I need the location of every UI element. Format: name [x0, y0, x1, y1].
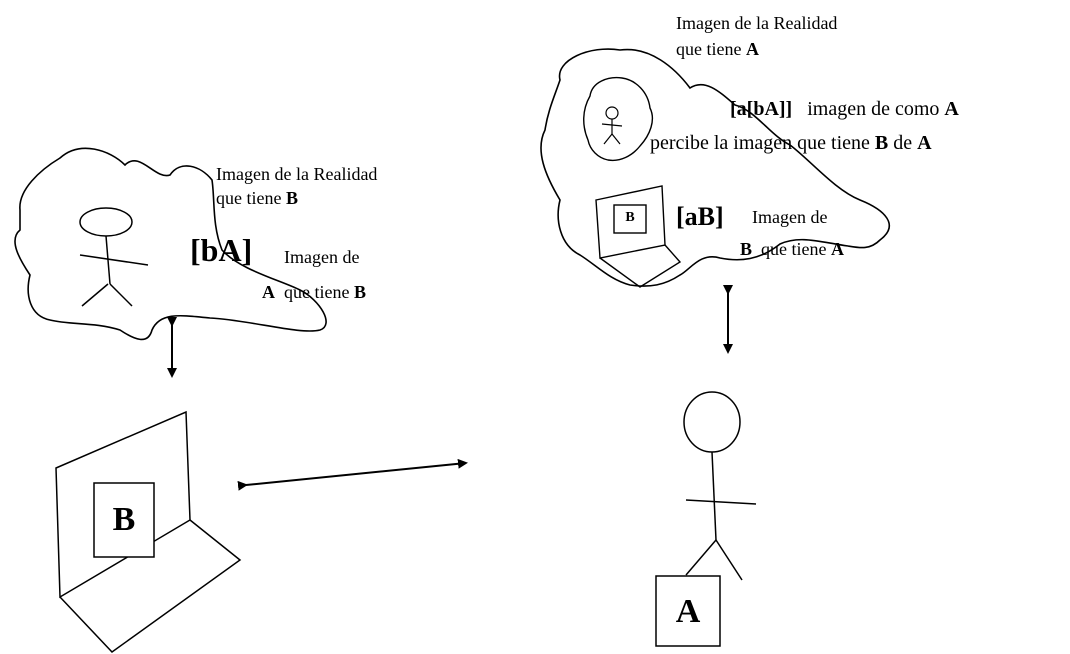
- a-reality-label-line1: Imagen de la Realidad: [676, 13, 838, 33]
- bA-bold-b: B: [353, 282, 366, 302]
- bA-bold-a: A: [262, 282, 275, 302]
- b-reality-label-line2: que tiene B: [216, 187, 298, 209]
- bA-middle: que tiene: [275, 282, 354, 302]
- small-stick-figure: [601, 106, 623, 145]
- bA-label-line2: A que tiene B: [262, 281, 366, 303]
- abA-label-line1: [a[bA]] imagen de como A: [730, 98, 959, 120]
- abA-bold: A: [944, 98, 959, 120]
- abA-line2-text: percibe la imagen que tiene: [650, 132, 875, 154]
- abA-text: imagen de como: [792, 98, 945, 120]
- aB-label-line1: Imagen de: [752, 207, 828, 227]
- aB-label-line2: B que tiene A: [740, 238, 844, 260]
- b-reality-label-line1: Imagen de la Realidad: [216, 164, 378, 184]
- abA-tag: [a[bA]]: [730, 98, 793, 120]
- inner-cloud-abA: [583, 76, 654, 162]
- a-reality-bold: A: [745, 39, 759, 59]
- a-reality-cloud: [540, 48, 891, 287]
- abA-line2-bold-end: A: [917, 132, 932, 154]
- aB-bold-a: A: [831, 239, 844, 259]
- b-reality-prefix: que tiene: [216, 188, 286, 208]
- bA-label-line1: Imagen de: [284, 247, 360, 267]
- stick-figure-a: [655, 391, 757, 647]
- person-a-letter: A: [675, 593, 701, 630]
- small-computer-letter: B: [625, 210, 635, 225]
- computer-b-letter: B: [112, 501, 136, 538]
- a-reality-prefix: que tiene: [676, 39, 746, 59]
- abA-line2-end: de: [888, 132, 918, 154]
- aB-tag: [aB]: [676, 202, 724, 231]
- bA-tag: [bA]: [190, 232, 253, 268]
- b-reality-cloud: [14, 147, 327, 341]
- a-reality-label-line2: que tiene A: [676, 38, 759, 60]
- aB-bold-b: B: [740, 239, 753, 259]
- b-reality-bold: B: [285, 188, 298, 208]
- stick-figure-b-image: [79, 207, 149, 307]
- arrow-b-a: [237, 458, 468, 491]
- computer-b: [55, 410, 242, 653]
- abA-label-line2: percibe la imagen que tiene B de A: [650, 132, 932, 154]
- aB-middle: que tiene: [752, 239, 831, 259]
- small-computer-image: [595, 185, 682, 288]
- abA-line2-bold: B: [874, 132, 889, 154]
